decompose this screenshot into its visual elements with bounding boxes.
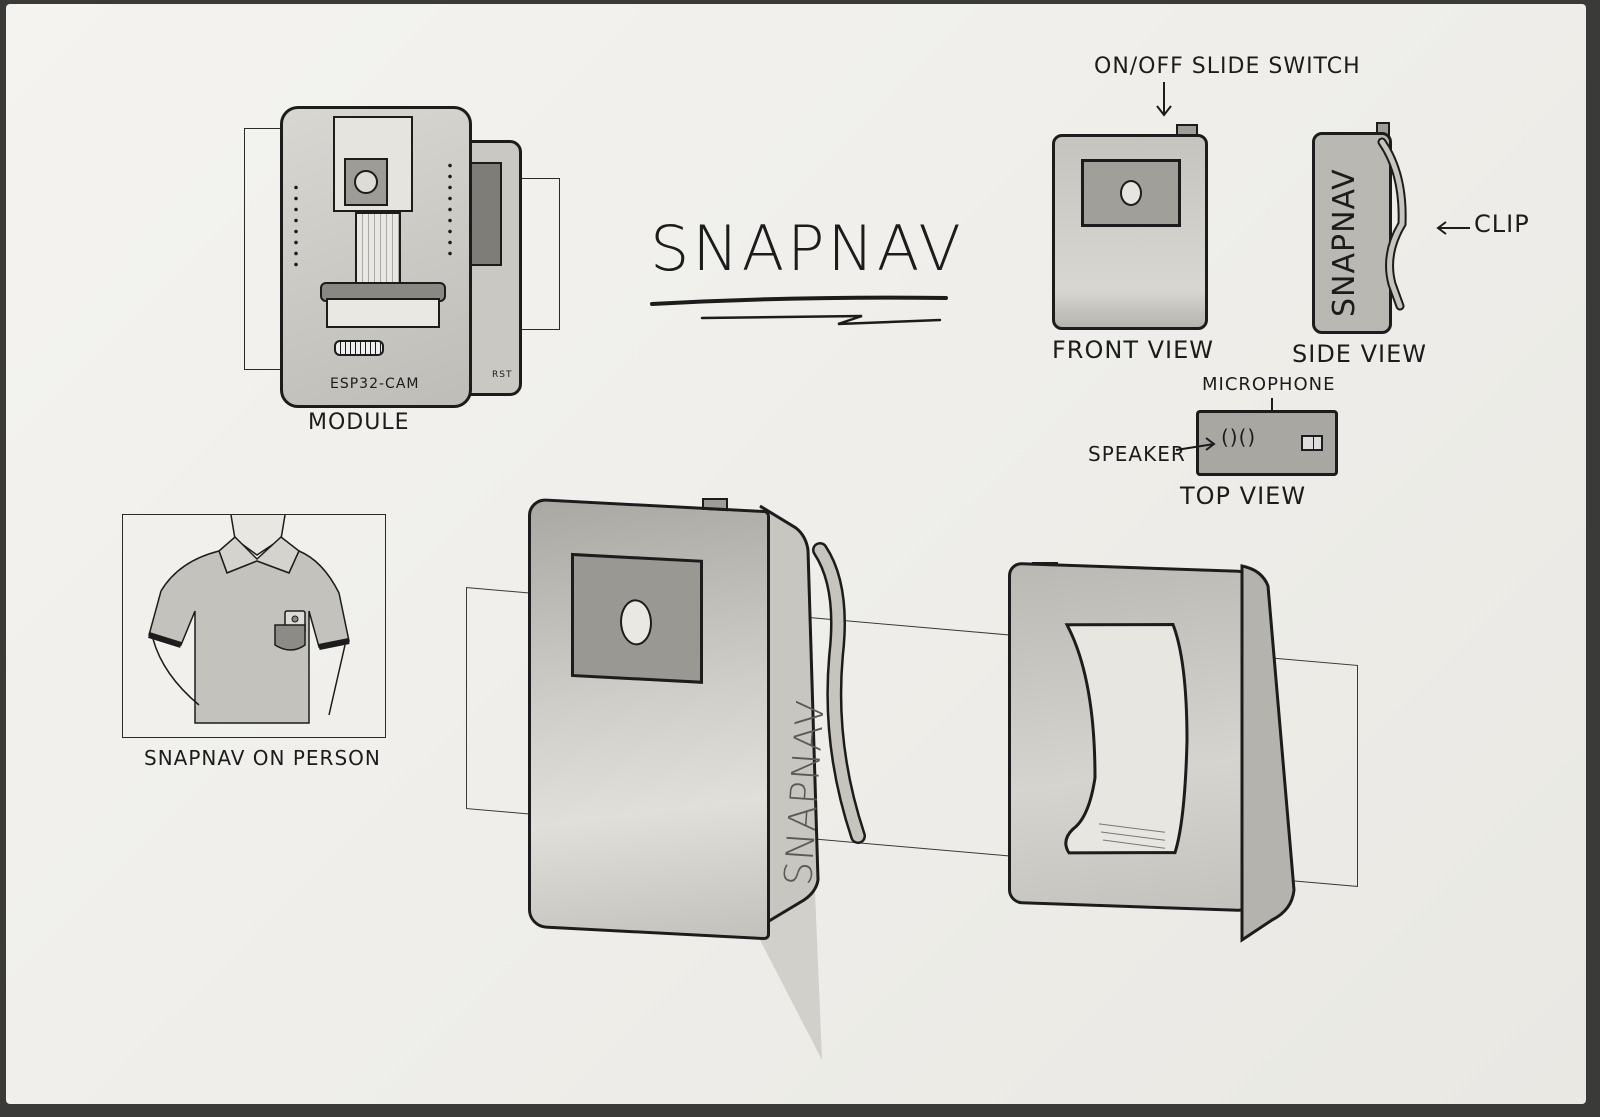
perspective-clip (812, 542, 866, 844)
speaker-arrow-icon (1175, 437, 1216, 451)
left-pin-row (292, 182, 300, 272)
speaker-label: SPEAKER (1088, 442, 1186, 466)
perspective-back-body (1008, 561, 1252, 913)
page-title: SNAPNAV (650, 212, 964, 285)
side-view-label: SIDE VIEW (1292, 340, 1427, 368)
microphone-label: MICROPHONE (1202, 374, 1336, 395)
front-view-body (1052, 134, 1208, 330)
side-view-body: SNAPNAV (1312, 132, 1392, 334)
front-view-window (1081, 159, 1181, 227)
module-antenna (470, 162, 502, 266)
front-view-label: FRONT VIEW (1052, 336, 1215, 364)
usb-port-icon (1301, 435, 1323, 451)
clip-arrow-icon (1436, 221, 1470, 235)
pin-header (334, 340, 384, 356)
top-view-body: ()() (1196, 410, 1338, 476)
person-frame (122, 514, 386, 738)
camera-lens-icon (354, 170, 378, 194)
speaker-icon: ()() (1221, 425, 1257, 449)
back-clip-shape (1064, 622, 1189, 855)
person-label: SNAPNAV ON PERSON (144, 746, 381, 770)
perspective-front-side (759, 504, 822, 1060)
switch-label: ON/OFF SLIDE SWITCH (1094, 54, 1361, 79)
camera-lens-housing (344, 158, 388, 206)
side-view-text: SNAPNAV (1327, 168, 1362, 317)
perspective-front-body (528, 497, 770, 941)
switch-arrow-icon (1156, 82, 1172, 117)
connector-slot (326, 298, 440, 328)
shirt-illustration (148, 514, 350, 724)
front-view-lens-icon (1120, 180, 1142, 206)
right-pin-row (446, 160, 454, 260)
perspective-back-side (1240, 564, 1296, 943)
ribbon-cable (355, 212, 401, 284)
perspective-front-lens-icon (620, 598, 652, 647)
title-underline (650, 295, 948, 326)
side-view-clip (1377, 137, 1407, 311)
perspective-front-window (571, 552, 703, 684)
clip-label: CLIP (1474, 210, 1530, 238)
reset-label: RST (492, 370, 513, 380)
top-view-label: TOP VIEW (1180, 482, 1307, 510)
module-label: MODULE (308, 410, 410, 435)
board-label: ESP32-CAM (330, 376, 420, 392)
